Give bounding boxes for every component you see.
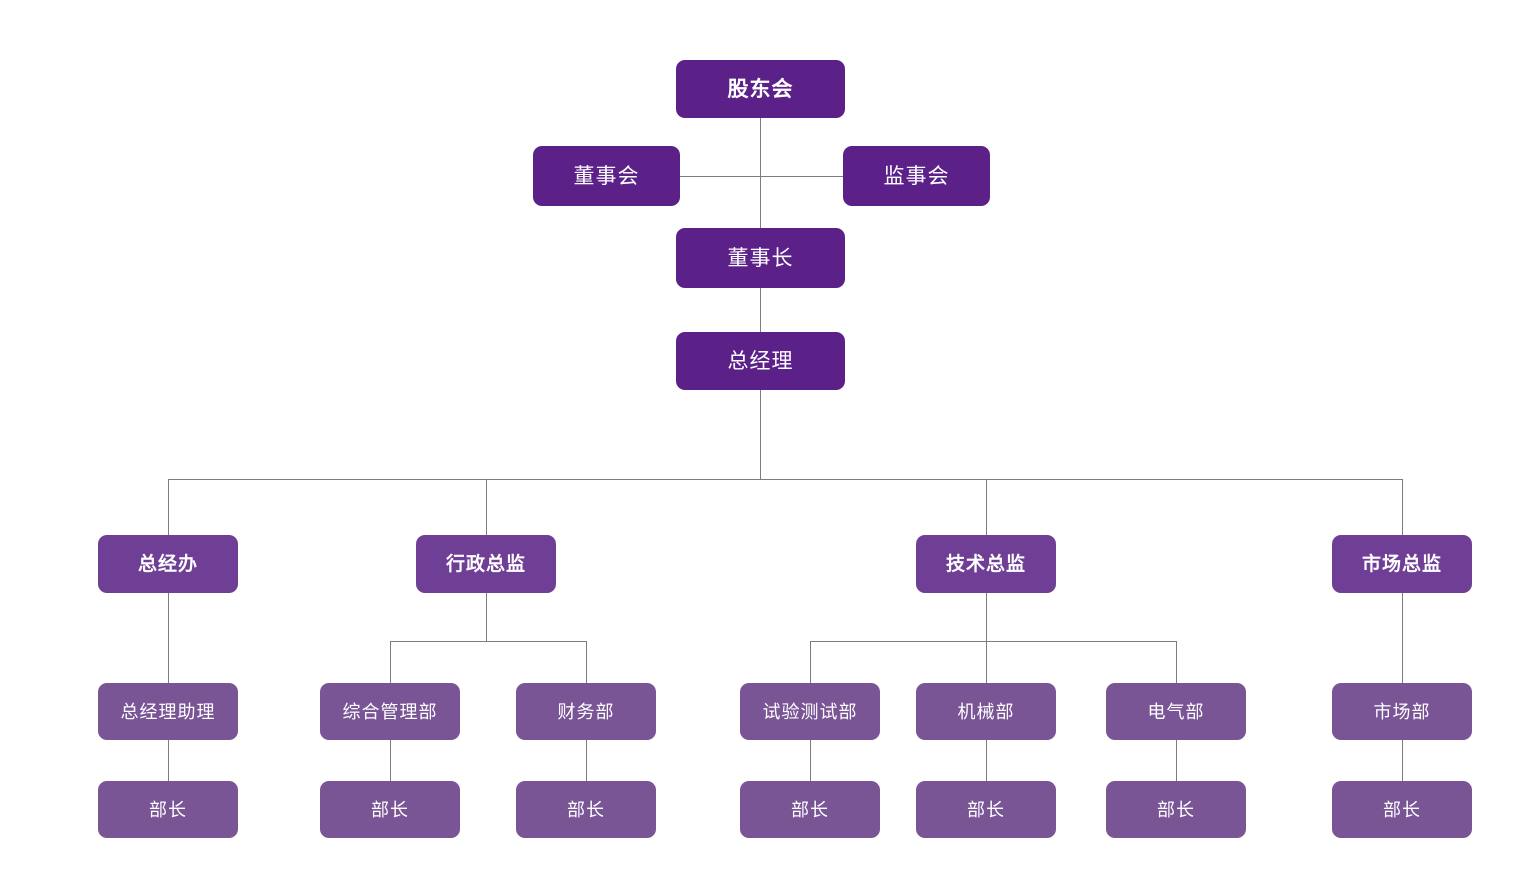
node-board-of-directors[interactable]: 董事会 bbox=[533, 146, 680, 206]
connector-assistant-chief bbox=[168, 740, 169, 781]
node-finance-dept[interactable]: 财务部 bbox=[516, 683, 656, 740]
node-chairman[interactable]: 董事长 bbox=[676, 228, 845, 288]
connector-finance-chief bbox=[586, 740, 587, 781]
node-gm-office[interactable]: 总经办 bbox=[98, 535, 238, 593]
connector-bus-gm-office bbox=[168, 479, 169, 535]
connector-bus-mechanical-dept bbox=[986, 641, 987, 683]
node-gm-assistant[interactable]: 总经理助理 bbox=[98, 683, 238, 740]
connector-bus-admin-director bbox=[486, 479, 487, 535]
node-mechanical-dept[interactable]: 机械部 bbox=[916, 683, 1056, 740]
node-marketing-dept[interactable]: 市场部 bbox=[1332, 683, 1472, 740]
connector-chairman-gm bbox=[760, 288, 761, 332]
node-chief-7[interactable]: 部长 bbox=[1332, 781, 1472, 838]
connector-bus-tech-director bbox=[986, 479, 987, 535]
connector-electrical-chief bbox=[1176, 740, 1177, 781]
node-electrical-dept[interactable]: 电气部 bbox=[1106, 683, 1246, 740]
node-admin-director[interactable]: 行政总监 bbox=[416, 535, 556, 593]
node-market-director[interactable]: 市场总监 bbox=[1332, 535, 1472, 593]
connector-bus-general-admin-dept bbox=[390, 641, 391, 683]
node-chief-6[interactable]: 部长 bbox=[1106, 781, 1246, 838]
connector-gm-office-assistant bbox=[168, 593, 169, 683]
node-board-of-supervisors[interactable]: 监事会 bbox=[843, 146, 990, 206]
connector-bus-test-dept bbox=[810, 641, 811, 683]
connector-market-director-dept bbox=[1402, 593, 1403, 683]
connector-admin-children-bus bbox=[390, 641, 586, 642]
node-general-manager[interactable]: 总经理 bbox=[676, 332, 845, 390]
connector-director-bus bbox=[168, 479, 1403, 480]
node-test-dept[interactable]: 试验测试部 bbox=[740, 683, 880, 740]
node-general-admin-dept[interactable]: 综合管理部 bbox=[320, 683, 460, 740]
connector-admin-director-down bbox=[486, 593, 487, 641]
connector-general-admin-chief bbox=[390, 740, 391, 781]
connector-tech-director-down bbox=[986, 593, 987, 641]
connector-bus-finance-dept bbox=[586, 641, 587, 683]
connector-bus-electrical-dept bbox=[1176, 641, 1177, 683]
node-chief-4[interactable]: 部长 bbox=[740, 781, 880, 838]
connector-gm-bus bbox=[760, 390, 761, 480]
connector-test-chief bbox=[810, 740, 811, 781]
node-chief-2[interactable]: 部长 bbox=[320, 781, 460, 838]
connector-mechanical-chief bbox=[986, 740, 987, 781]
connector-board-supervisors bbox=[680, 176, 843, 177]
connector-shareholders-chairman bbox=[760, 118, 761, 228]
connector-marketing-chief bbox=[1402, 740, 1403, 781]
node-chief-3[interactable]: 部长 bbox=[516, 781, 656, 838]
node-shareholders[interactable]: 股东会 bbox=[676, 60, 845, 118]
connector-tech-children-bus bbox=[810, 641, 1176, 642]
node-chief-5[interactable]: 部长 bbox=[916, 781, 1056, 838]
node-tech-director[interactable]: 技术总监 bbox=[916, 535, 1056, 593]
node-chief-1[interactable]: 部长 bbox=[98, 781, 238, 838]
connector-bus-market-director bbox=[1402, 479, 1403, 535]
